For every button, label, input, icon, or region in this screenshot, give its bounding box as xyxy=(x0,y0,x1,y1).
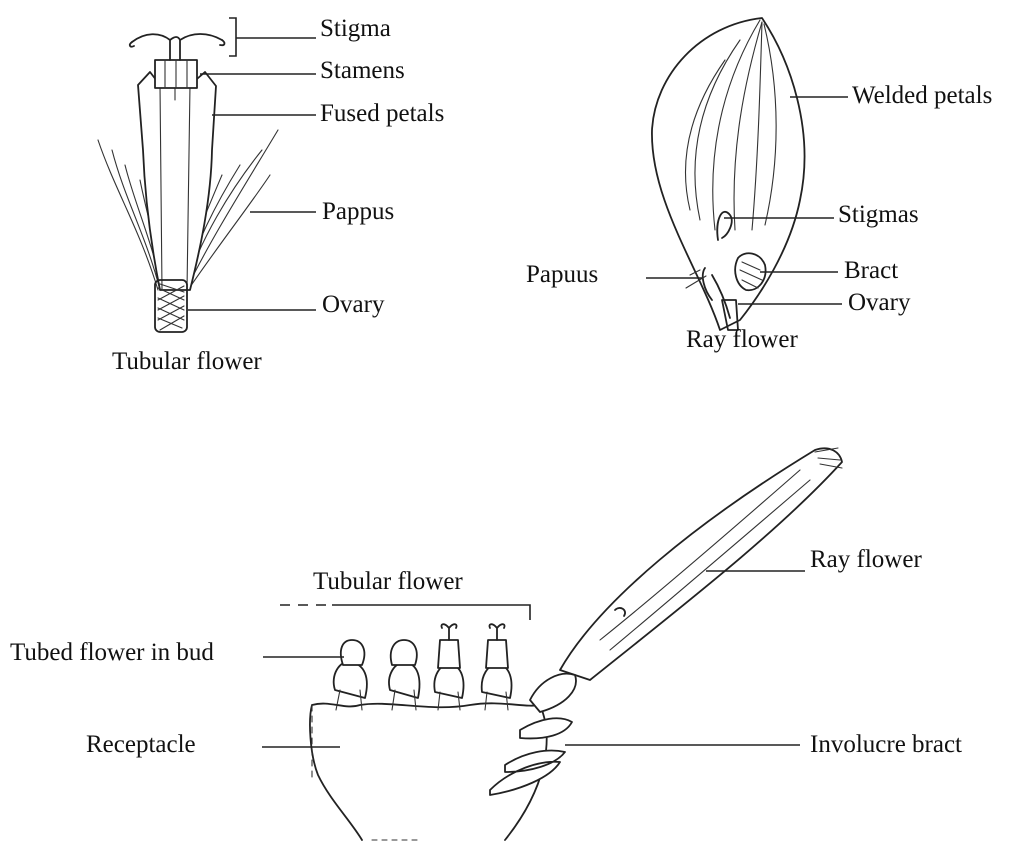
label-head-tubular-flower: Tubular flower xyxy=(313,568,463,595)
tubular-flower-drawing xyxy=(98,18,278,332)
ray-flower-drawing xyxy=(652,18,805,330)
ray-welded-petals xyxy=(652,18,805,330)
label-papuus: Papuus xyxy=(526,261,598,288)
label-welded-petals: Welded petals xyxy=(852,82,992,109)
label-tubed-flower-in-bud: Tubed flower in bud xyxy=(10,639,214,666)
tubular-flower-title: Tubular flower xyxy=(112,348,262,375)
tubular-bracket xyxy=(332,605,530,620)
label-receptacle: Receptacle xyxy=(86,731,196,758)
ray-flower-title: Ray flower xyxy=(686,326,798,353)
label-head-ray-flower: Ray flower xyxy=(810,546,922,573)
head-ray-flower xyxy=(560,448,842,680)
label-stamens: Stamens xyxy=(320,57,405,84)
label-bract: Bract xyxy=(844,257,898,284)
label-ray-ovary: Ovary xyxy=(848,289,911,316)
label-involucre-bract: Involucre bract xyxy=(810,731,962,758)
flower-head-drawing xyxy=(310,448,842,840)
label-stigmas: Stigmas xyxy=(838,201,919,228)
label-pappus: Pappus xyxy=(322,198,394,225)
label-fused-petals: Fused petals xyxy=(320,100,444,127)
tubular-stigma xyxy=(132,34,222,60)
label-stigma: Stigma xyxy=(320,15,391,42)
florets xyxy=(334,624,512,710)
label-tubular-ovary: Ovary xyxy=(322,291,385,318)
